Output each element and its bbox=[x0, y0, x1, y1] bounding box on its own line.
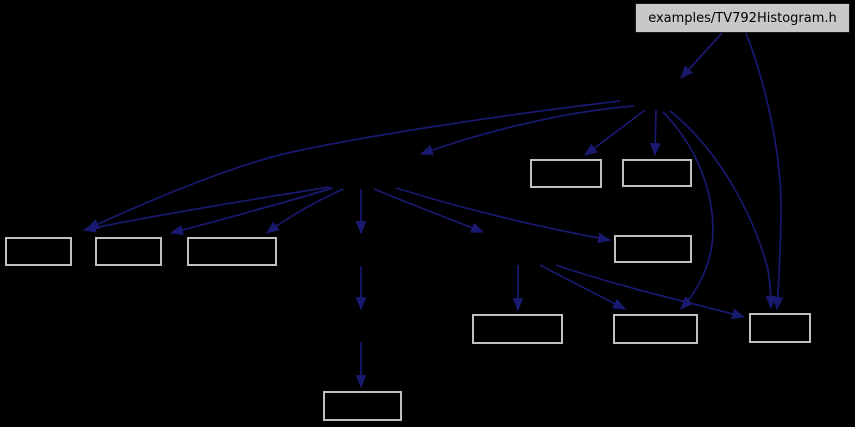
dependency-edge-nodeE-b10 bbox=[555, 264, 746, 320]
root-node[interactable]: examples/TV792Histogram.h bbox=[635, 3, 850, 33]
include-node-box[interactable] bbox=[614, 235, 692, 263]
dependency-edge-hubB-b7 bbox=[395, 187, 612, 244]
dependency-edge-nodeE-b9 bbox=[539, 264, 626, 310]
dependency-edge-hubB-b6 bbox=[266, 188, 344, 234]
dependency-edge-root-hubA bbox=[680, 32, 723, 79]
dependency-edge-hubA-b2 bbox=[584, 109, 646, 156]
include-node-hidden[interactable] bbox=[612, 83, 700, 111]
dependency-edge-hubA-b9 bbox=[662, 111, 714, 310]
include-node-box[interactable] bbox=[95, 237, 162, 266]
dependency-edge-hubB-b4 bbox=[82, 186, 331, 233]
include-node-box[interactable] bbox=[5, 237, 72, 266]
include-node-box[interactable] bbox=[187, 237, 277, 266]
include-node-hidden[interactable] bbox=[325, 237, 397, 266]
include-node-hidden[interactable] bbox=[468, 236, 565, 265]
root-node-label: examples/TV792Histogram.h bbox=[648, 10, 837, 26]
dependency-edge-hubB-b5 bbox=[169, 187, 334, 236]
include-node-box[interactable] bbox=[622, 159, 692, 187]
include-node-hidden[interactable] bbox=[303, 158, 419, 187]
include-node-box[interactable] bbox=[472, 314, 563, 344]
include-node-hidden[interactable] bbox=[325, 314, 397, 343]
dependency-edge-hubB-nodeE bbox=[373, 188, 485, 233]
dependency-edge-hubA-b4 bbox=[86, 100, 621, 230]
include-node-box[interactable] bbox=[749, 313, 811, 343]
include-node-box[interactable] bbox=[613, 314, 698, 344]
include-node-box[interactable] bbox=[323, 391, 402, 421]
dependency-edge-hubA-b3 bbox=[649, 109, 661, 157]
dependency-edge-root-b10 bbox=[745, 32, 784, 311]
include-node-box[interactable] bbox=[530, 159, 602, 188]
dependency-edge-hubA-b10 bbox=[669, 110, 777, 310]
dependency-edge-hubA-hubB bbox=[419, 105, 635, 156]
